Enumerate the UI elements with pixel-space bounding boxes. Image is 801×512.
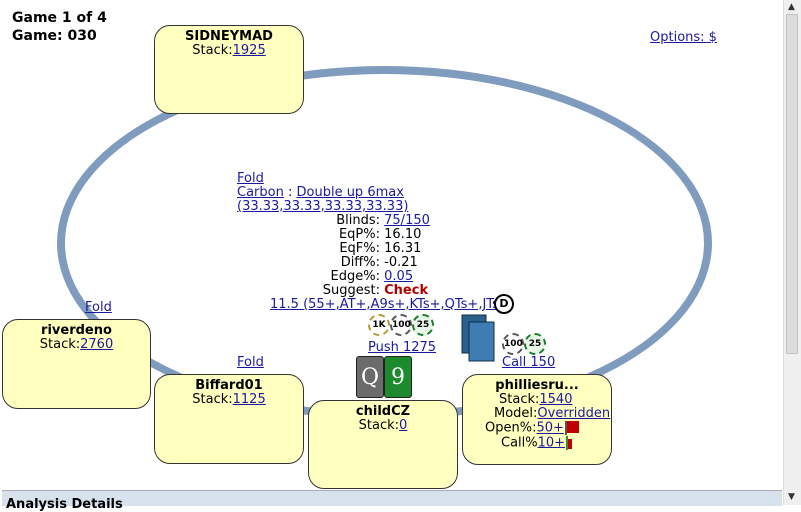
hole-card-queen-spades-icon: Q [356, 356, 384, 398]
hand-analysis: Fold Carbon : Double up 6max (33.33,33.3… [237, 172, 537, 312]
hole-card-nine-spades-icon: 9 [384, 356, 412, 398]
profile-desc-link[interactable]: Double up 6max (33.33,33.33,33.33,33.33) [237, 185, 409, 214]
stack-label: Stack: [192, 392, 233, 407]
eqp-value: 16.10 [384, 227, 422, 242]
analysis-details-bar[interactable]: Analysis Details [2, 490, 782, 512]
stack-value[interactable]: 1925 [232, 43, 266, 58]
suggest-value: Check [384, 283, 429, 298]
chip-1k-icon: 1K [368, 314, 390, 336]
edge-value[interactable]: 0.05 [384, 269, 414, 284]
call-flag-icon [566, 435, 573, 450]
open-value[interactable]: 50+ [536, 420, 564, 436]
call-label: Call% [501, 435, 538, 450]
eqf-value: 16.31 [384, 241, 422, 256]
stack-value[interactable]: 1125 [232, 392, 266, 407]
profile-link[interactable]: Carbon [237, 185, 284, 200]
eqp-label: EqP%: [338, 227, 380, 242]
stack-value[interactable]: 0 [399, 418, 408, 433]
diff-value: -0.21 [384, 255, 418, 270]
riverdeno-action-link[interactable]: Fold [85, 300, 112, 315]
game-id: Game: 030 [12, 28, 97, 44]
options-link[interactable]: Options: $ [650, 30, 717, 45]
diff-label: Diff%: [340, 255, 380, 270]
phillies-action-link[interactable]: Call 150 [502, 355, 556, 370]
stack-label: Stack: [358, 418, 400, 433]
chip-25-icon: 25 [524, 333, 546, 355]
range-link[interactable]: 11.5 (55+,AT+,A9s+,KTs+,QTs+,JTs) [270, 297, 504, 312]
player-name: childCZ [355, 404, 411, 419]
scroll-up-arrow-icon[interactable]: ▲ [788, 2, 795, 12]
stack-label: Stack: [499, 392, 540, 407]
seat-biffard01: Biffard01 Stack:1125 [154, 374, 304, 464]
stack-value[interactable]: 1540 [539, 392, 573, 407]
childcz-action-link[interactable]: Push 1275 [368, 340, 437, 355]
seat-sidneymad: SIDNEYMAD Stack:1925 [154, 25, 304, 114]
player-name: riverdeno [41, 323, 112, 338]
open-flag-icon [564, 421, 579, 435]
model-label: Model: [494, 406, 538, 421]
chip-100-icon: 100 [390, 314, 412, 336]
scrollbar-thumb[interactable] [786, 14, 798, 354]
blinds-value[interactable]: 75/150 [384, 213, 430, 228]
scroll-down-arrow-icon[interactable]: ▼ [788, 492, 795, 502]
game-counter: Game 1 of 4 [12, 10, 107, 26]
open-label: Open%: [485, 420, 537, 436]
seat-philliesru: philliesru... Stack:1540 Model:Overridde… [462, 374, 612, 465]
stack-value[interactable]: 2760 [80, 337, 114, 352]
stack-label: Stack: [39, 337, 81, 352]
vertical-scrollbar[interactable]: ▲ ▼ [783, 0, 801, 505]
seat-riverdeno: riverdeno Stack:2760 [2, 319, 151, 409]
call-value[interactable]: 10+ [537, 435, 566, 450]
chip-25-icon: 25 [412, 314, 434, 336]
stack-label: Stack: [192, 43, 233, 58]
model-value[interactable]: Overridden [537, 406, 611, 421]
edge-label: Edge%: [330, 269, 380, 284]
player-name: philliesru... [495, 378, 579, 393]
eqf-label: EqF%: [339, 241, 380, 256]
biffard-action-link[interactable]: Fold [237, 355, 264, 370]
facedown-cards-icon [461, 314, 495, 362]
player-name: SIDNEYMAD [185, 29, 273, 44]
blinds-label: Blinds: [336, 213, 380, 228]
dealer-button-icon: D [494, 294, 514, 314]
suggest-label: Suggest: [322, 283, 380, 298]
fold-link-center[interactable]: Fold [237, 171, 264, 186]
chip-100-icon: 100 [502, 333, 524, 355]
seat-childcz: childCZ Stack:0 [308, 400, 458, 489]
player-name: Biffard01 [195, 378, 263, 393]
